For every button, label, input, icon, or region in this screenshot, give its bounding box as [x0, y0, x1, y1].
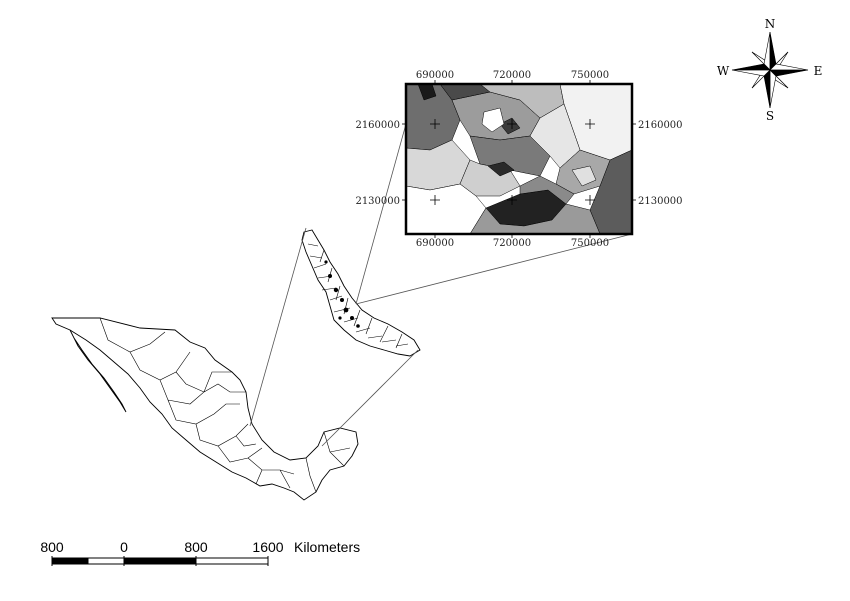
inset-y-tick-right: 2130000	[638, 196, 683, 207]
grid-cross	[507, 119, 517, 129]
inset-x-tick-bottom: 690000	[416, 238, 454, 249]
inset-polygon	[469, 203, 601, 234]
inset-map: 690000 720000 750000 690000 720000 75000…	[355, 70, 682, 249]
connector-mexico-left	[249, 227, 307, 427]
inset-polygon	[481, 107, 505, 133]
grid-cross	[585, 119, 595, 129]
inset-y-tick-right: 2160000	[638, 120, 683, 131]
compass-star-icon	[731, 31, 809, 109]
inset-ticks	[402, 80, 636, 238]
connector-lines	[249, 123, 633, 447]
scale-bar-segments	[51, 556, 269, 566]
connector-mexico-right	[321, 349, 419, 447]
highlight-region-outline	[301, 229, 421, 357]
grid-cross	[507, 195, 517, 205]
inset-x-tick-top: 720000	[493, 70, 531, 81]
scale-label: 0	[120, 539, 128, 555]
inset-x-tick-top: 690000	[416, 70, 454, 81]
compass-east-label: E	[814, 64, 823, 78]
inset-x-tick-bottom: 720000	[493, 238, 531, 249]
highlight-region	[301, 229, 421, 357]
inset-polygon	[499, 117, 521, 135]
scale-label: 800	[40, 539, 64, 555]
mexico-outline	[51, 317, 359, 501]
grid-cross	[430, 119, 440, 129]
scale-label: 800	[184, 539, 208, 555]
inset-polygon	[487, 161, 515, 177]
scale-bar: 800 0 800 1600 Kilometers	[40, 539, 360, 566]
baja-california	[69, 329, 127, 413]
inset-y-tick-left: 2130000	[355, 196, 400, 207]
compass-west-label: W	[717, 64, 730, 78]
state-borders	[99, 317, 351, 493]
grid-cross	[585, 195, 595, 205]
grid-cross	[430, 195, 440, 205]
compass-north-label: N	[765, 17, 776, 31]
compass-rose: N S W E	[717, 17, 823, 123]
inset-x-tick-top: 750000	[571, 70, 609, 81]
inset-grid-markers	[430, 119, 595, 205]
connector-inset-bottom	[355, 233, 633, 305]
inset-polygon	[406, 183, 487, 234]
inset-polygon	[519, 175, 575, 205]
inset-x-tick-bottom: 750000	[571, 238, 609, 249]
inset-frame	[404, 82, 634, 236]
scale-label: 1600	[252, 539, 283, 555]
scale-unit: Kilometers	[294, 539, 360, 555]
inset-polygon	[571, 165, 597, 187]
highlight-dense-area	[324, 260, 360, 328]
inset-y-tick-left: 2160000	[355, 120, 400, 131]
compass-south-label: S	[766, 109, 774, 123]
inset-polygon	[417, 84, 437, 101]
connector-inset-left	[355, 123, 407, 305]
mexico-map	[51, 317, 359, 501]
